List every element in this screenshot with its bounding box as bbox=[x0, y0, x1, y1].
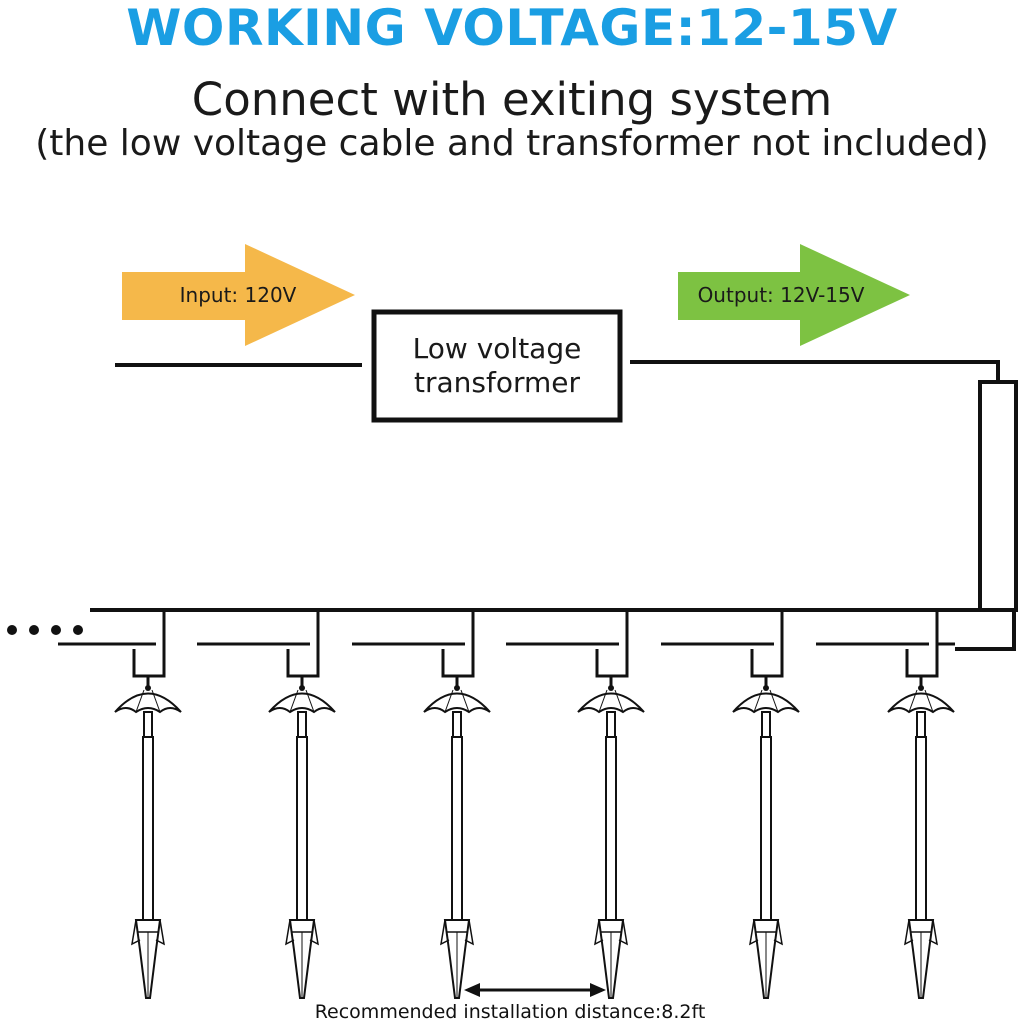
transformer-label-line2: transformer bbox=[414, 366, 580, 399]
cable-casing bbox=[978, 380, 1018, 612]
input-arrow-label: Input: 120V bbox=[180, 283, 297, 307]
lights-group bbox=[58, 610, 955, 999]
page-note: (the low voltage cable and transformer n… bbox=[35, 123, 989, 164]
continuation-dots bbox=[7, 625, 83, 635]
umbrella-stake-light-icon bbox=[197, 610, 336, 999]
page-subtitle: Connect with exiting system bbox=[191, 73, 833, 126]
umbrella-stake-light-icon bbox=[58, 610, 182, 999]
input-arrow bbox=[122, 244, 355, 346]
transformer-box bbox=[371, 309, 623, 423]
umbrella-stake-light-icon bbox=[661, 610, 800, 999]
umbrella-stake-light-icon bbox=[352, 610, 491, 999]
page-title: WORKING VOLTAGE:12-15V bbox=[126, 0, 898, 57]
distance-caption: Recommended installation distance:8.2ft bbox=[314, 1001, 706, 1023]
umbrella-stake-light-icon bbox=[816, 610, 955, 999]
transformer-label-line1: Low voltage bbox=[413, 332, 582, 365]
output-arrow bbox=[678, 244, 910, 346]
output-wire bbox=[630, 360, 1000, 382]
umbrella-stake-light-icon bbox=[506, 610, 645, 999]
output-arrow-label: Output: 12V-15V bbox=[698, 283, 865, 307]
distance-arrow bbox=[464, 983, 606, 997]
